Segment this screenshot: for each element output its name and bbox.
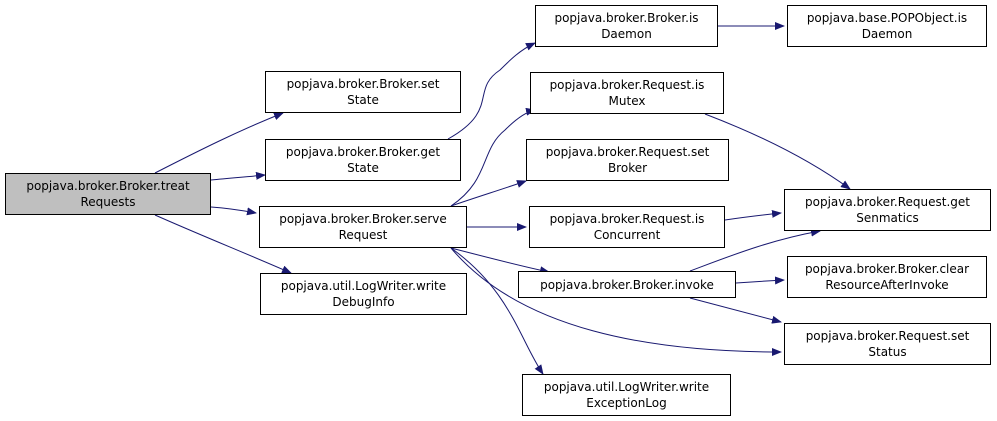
node-logwriter-write-exceptionlog[interactable]: popjava.util.LogWriter.write ExceptionLo… — [522, 374, 731, 416]
node-broker-get-state[interactable]: popjava.broker.Broker.get State — [265, 139, 461, 181]
node-logwriter-write-debuginfo[interactable]: popjava.util.LogWriter.write DebugInfo — [260, 273, 467, 315]
node-label-line1: popjava.broker.Broker.serve — [279, 212, 447, 226]
node-label-line1: popjava.broker.Broker.get — [285, 145, 441, 159]
edge-serve-to-writeExc — [450, 247, 544, 375]
node-request-set-status[interactable]: popjava.broker.Request.set Status — [784, 323, 991, 365]
node-label-line2: State — [347, 93, 379, 107]
edge-serve-to-setStatus — [450, 247, 782, 356]
node-label-line2: Mutex — [608, 94, 646, 108]
node-label-line1: popjava.broker.Request.is — [549, 212, 705, 226]
node-popobject-is-daemon[interactable]: popjava.base.POPObject.is Daemon — [787, 5, 987, 47]
node-request-get-senmatics[interactable]: popjava.broker.Request.get Senmatics — [784, 189, 991, 231]
node-label-line1: popjava.broker.Broker.set — [286, 77, 440, 91]
node-label-line2: ResourceAfterInvoke — [825, 278, 949, 292]
node-label-line2: Daemon — [861, 27, 913, 41]
node-label-line2: Request — [338, 228, 388, 242]
edge-serve-to-isMutex — [450, 107, 536, 207]
node-label-line1: popjava.util.LogWriter.write — [280, 279, 447, 293]
edge-treat-to-getState — [210, 171, 266, 181]
edge-invoke-to-setStatus — [689, 297, 782, 324]
node-broker-treat-requests: popjava.broker.Broker.treat Requests — [5, 173, 211, 215]
node-broker-set-state[interactable]: popjava.broker.Broker.set State — [265, 71, 461, 113]
node-label-line1: popjava.broker.Broker.clear — [804, 262, 970, 276]
node-label-line2: Requests — [80, 195, 136, 209]
node-broker-invoke[interactable]: popjava.broker.Broker.invoke — [518, 271, 736, 298]
edge-isMutex-to-getSen — [704, 113, 851, 190]
node-label-line1: popjava.broker.Broker.is — [554, 11, 699, 25]
node-broker-clear-resource-after-invoke[interactable]: popjava.broker.Broker.clear ResourceAfte… — [787, 256, 987, 298]
node-label-line1: popjava.broker.Request.get — [805, 195, 970, 209]
edge-isConc-to-getSen — [724, 209, 782, 221]
node-label-line2: Daemon — [601, 27, 652, 41]
edge-serve-to-invoke — [450, 247, 550, 275]
node-label-line2: ExceptionLog — [586, 396, 667, 410]
node-label-line1: popjava.broker.Broker.invoke — [540, 277, 714, 292]
node-label-line1: popjava.broker.Request.is — [549, 78, 705, 92]
node-request-set-broker[interactable]: popjava.broker.Request.set Broker — [526, 139, 729, 181]
edge-invoke-to-getSen — [689, 228, 821, 272]
node-label-line1: popjava.util.LogWriter.write — [543, 380, 710, 394]
node-label-line1: popjava.base.POPObject.is — [806, 11, 968, 25]
edge-serve-to-setBroker — [450, 180, 527, 207]
node-label-line1: popjava.broker.Request.set — [805, 329, 970, 343]
node-label-line2: Broker — [607, 161, 648, 175]
node-label-line2: DebugInfo — [332, 295, 395, 309]
node-label-line2: State — [347, 161, 379, 175]
node-label-line1: popjava.broker.Broker.treat — [26, 179, 190, 193]
node-broker-is-daemon[interactable]: popjava.broker.Broker.is Daemon — [535, 5, 718, 47]
edge-treat-to-writeDebug — [154, 214, 292, 274]
node-request-is-mutex[interactable]: popjava.broker.Request.is Mutex — [530, 72, 724, 114]
edge-invoke-to-clearRes — [735, 276, 785, 285]
node-broker-serve-request[interactable]: popjava.broker.Broker.serve Request — [259, 206, 467, 248]
edge-treat-to-serve — [210, 206, 257, 216]
node-label-line2: Concurrent — [593, 228, 661, 242]
edge-getState-to-isDaemon — [447, 42, 536, 140]
node-label-line2: Senmatics — [856, 211, 919, 225]
node-request-is-concurrent[interactable]: popjava.broker.Request.is Concurrent — [529, 206, 725, 248]
node-label-line1: popjava.broker.Request.set — [545, 145, 710, 159]
edge-treat-to-setState — [154, 112, 284, 174]
node-label-line2: Status — [868, 345, 907, 359]
